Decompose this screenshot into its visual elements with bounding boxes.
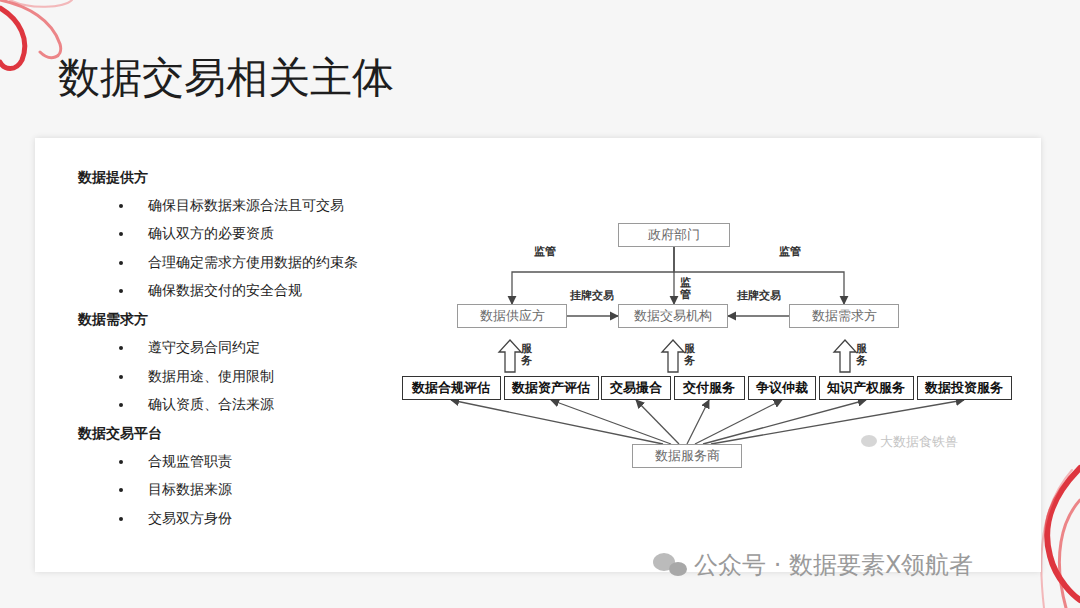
- list-item: 目标数据来源: [148, 481, 232, 499]
- edge-label: 挂牌交易: [569, 288, 615, 303]
- connector: [728, 315, 789, 316]
- box-label: 数据供应方: [480, 307, 545, 325]
- service-box: 知识产权服务: [819, 376, 914, 400]
- list-item: 确认资质、合法来源: [148, 396, 274, 414]
- edge-label: 监管: [533, 244, 557, 259]
- box-label: 数据交易机构: [634, 307, 712, 325]
- box-label: 争议仲裁: [756, 379, 808, 397]
- ribbon: [10, 0, 72, 7]
- bullet-dot: [119, 289, 123, 293]
- box-label: 政府部门: [648, 226, 700, 244]
- slide-title: 数据交易相关主体: [58, 50, 394, 106]
- section-heading: 数据交易平台: [78, 425, 162, 443]
- service-arrow: [834, 340, 856, 372]
- connector: [451, 400, 663, 444]
- service-label: 服务: [856, 343, 867, 367]
- watermark: 公众号 · 数据要素X领航者: [694, 549, 973, 581]
- service-box: 数据合规评估: [402, 376, 501, 400]
- box-label: 交付服务: [683, 379, 735, 397]
- entity-box: 数据服务商: [632, 444, 742, 468]
- box-label: 数据资产评估: [512, 379, 590, 397]
- box-label: 知识产权服务: [827, 379, 905, 397]
- list-item: 确保数据交付的安全合规: [148, 282, 302, 300]
- bullet-dot: [119, 403, 123, 407]
- bullet-dot: [119, 261, 123, 265]
- connector: [703, 400, 866, 444]
- entity-box: 数据供应方: [457, 304, 567, 328]
- box-label: 交易撮合: [610, 379, 662, 397]
- section-heading: 数据需求方: [78, 311, 148, 329]
- list-item: 合理确定需求方使用数据的约束条: [148, 254, 358, 272]
- service-box: 争议仲裁: [748, 376, 816, 400]
- box-label: 数据合规评估: [412, 379, 490, 397]
- list-item: 合规监管职责: [148, 453, 232, 471]
- list-item: 确保目标数据来源合法且可交易: [148, 197, 344, 215]
- connector: [674, 247, 844, 304]
- bullet-dot: [119, 232, 123, 236]
- connector: [695, 400, 782, 444]
- entity-box: 政府部门: [618, 223, 730, 247]
- watermark: 大数据食铁兽: [880, 433, 958, 451]
- entity-box: 数据需求方: [789, 304, 899, 328]
- list-item: 交易双方身份: [148, 510, 232, 528]
- connector: [687, 400, 709, 444]
- ribbon: [0, 0, 61, 58]
- service-label: 服务: [684, 343, 695, 367]
- ribbon: [0, 8, 25, 69]
- list-item: 数据用途、使用限制: [148, 368, 274, 386]
- ribbon: [1041, 470, 1072, 608]
- bullet-dot: [119, 460, 123, 464]
- list-item: 遵守交易合同约定: [148, 339, 260, 357]
- ribbon: [1059, 500, 1080, 608]
- bullet-dot: [119, 346, 123, 350]
- bullet-dot: [119, 517, 123, 521]
- list-item: 确认双方的必要资质: [148, 225, 274, 243]
- connector: [567, 315, 618, 316]
- bullet-dot: [119, 204, 123, 208]
- bullet-dot: [119, 375, 123, 379]
- edge-label: 监管: [680, 276, 691, 302]
- service-label: 服务: [521, 343, 532, 367]
- service-box: 数据资产评估: [504, 376, 599, 400]
- box-label: 数据投资服务: [925, 379, 1003, 397]
- edge-label: 挂牌交易: [736, 288, 782, 303]
- box-label: 数据需求方: [812, 307, 877, 325]
- bullet-dot: [119, 488, 123, 492]
- service-box: 交易撮合: [601, 376, 671, 400]
- service-arrow: [499, 340, 521, 372]
- section-heading: 数据提供方: [78, 169, 148, 187]
- entity-box: 数据交易机构: [618, 304, 728, 328]
- box-label: 数据服务商: [655, 447, 720, 465]
- service-box: 数据投资服务: [917, 376, 1012, 400]
- connector: [636, 400, 679, 444]
- service-box: 交付服务: [674, 376, 745, 400]
- connector: [551, 400, 671, 444]
- service-arrow: [662, 340, 684, 372]
- edge-label: 监管: [778, 244, 802, 259]
